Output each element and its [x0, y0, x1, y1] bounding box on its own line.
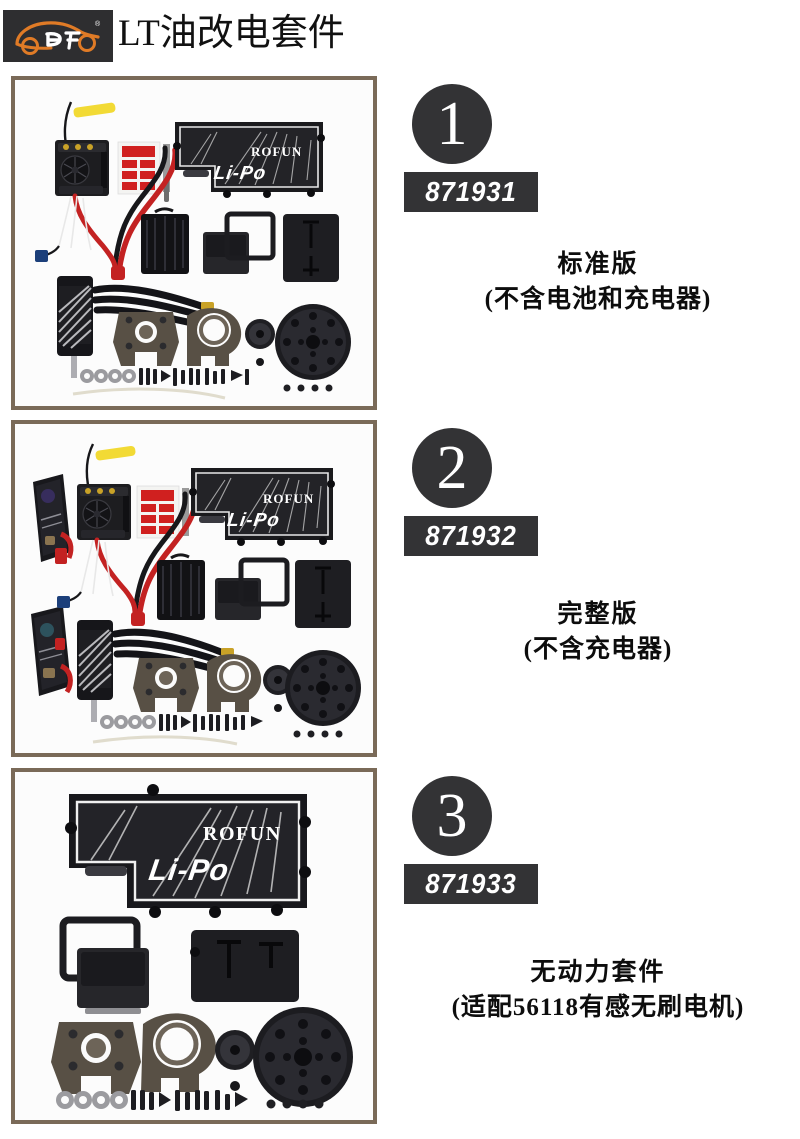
- lipo-battery-pack-bottom: [31, 606, 73, 696]
- svg-text:ROFUN: ROFUN: [251, 144, 302, 159]
- yellow-warning-tag: [73, 102, 116, 118]
- lipo-battery-pack-top: [33, 474, 74, 564]
- motor-clamp: [187, 308, 242, 366]
- svg-text:Li-Po: Li-Po: [226, 510, 281, 531]
- product-caption-line2-1: (不含电池和充电器): [484, 286, 712, 313]
- product-photo-3: ROFUN Li-Po: [15, 772, 373, 1120]
- motor-mount: [51, 1022, 141, 1094]
- motor-shaft: [71, 356, 77, 378]
- product-photo-frame-3: ROFUN Li-Po: [11, 768, 377, 1124]
- motor-clamp: [207, 654, 262, 712]
- heatsink-strip: [163, 144, 170, 192]
- battery-tray: [238, 557, 290, 607]
- product-sku-3: 871933: [425, 868, 517, 899]
- screws-and-washers: [56, 1090, 248, 1111]
- battery-box-rofun-lipo: ROFUN Li-Po: [189, 468, 335, 546]
- bullet-connector: [131, 612, 145, 626]
- product-photo-1: ROFUN Li-Po: [15, 80, 373, 406]
- motor-clamp: [141, 1013, 216, 1092]
- page-header: ® LT油改电套件: [0, 0, 800, 68]
- product-number-badge-3: 3: [412, 776, 492, 856]
- product-caption-3: 无动力套件 (适配56118有感无刷电机): [396, 956, 800, 1026]
- screws-and-washers: [72, 368, 249, 400]
- bf-car-logo-graphic: ®: [15, 20, 101, 55]
- bullet-connector: [111, 266, 125, 280]
- product-photo-frame-2: ROFUN Li-Po: [11, 420, 377, 757]
- product-caption-line1-2: 完整版: [557, 601, 639, 628]
- servo-wires: [58, 195, 92, 251]
- heatsink-strip: [182, 488, 189, 536]
- svg-text:ROFUN: ROFUN: [263, 491, 314, 506]
- zip-tie: [72, 387, 226, 400]
- battery-box-rofun-lipo: ROFUN Li-Po: [65, 784, 311, 918]
- product-caption-2: 完整版 (不含充电器): [396, 598, 800, 668]
- product-sku-bar-3: 871933: [404, 864, 538, 904]
- product-sku-bar-1: 871931: [404, 172, 538, 212]
- product-caption-line2-3: (适配56118有感无刷电机): [451, 994, 745, 1021]
- bf-car-logo: ®: [3, 10, 113, 62]
- motor-mount: [113, 312, 179, 366]
- finned-heatsink: [157, 553, 205, 620]
- product-photo-2: ROFUN Li-Po: [15, 424, 373, 753]
- product-caption-line1-1: 标准版: [557, 251, 639, 278]
- receiver-box: [77, 948, 149, 1014]
- spur-gear: [275, 304, 351, 392]
- product-sku-bar-2: 871932: [404, 516, 538, 556]
- black-power-wire: [112, 145, 168, 269]
- screws-and-washers: [92, 714, 263, 746]
- flat-cover-plate: [295, 560, 351, 628]
- spur-gear: [253, 1007, 353, 1109]
- product-photo-frame-1: ROFUN Li-Po: [11, 76, 377, 410]
- page-title: LT油改电套件: [118, 13, 345, 54]
- product-number-badge-1: 1: [412, 84, 492, 164]
- brushless-motor: [77, 620, 113, 722]
- finned-heatsink: [141, 207, 189, 274]
- flat-cover-plate: [283, 214, 339, 282]
- svg-text:®: ®: [95, 20, 101, 28]
- battery-box-rofun-lipo: ROFUN Li-Po: [173, 122, 325, 198]
- product-caption-line2-2: (不含充电器): [523, 636, 673, 663]
- pinion-gear: [245, 319, 275, 366]
- svg-text:Li-Po: Li-Po: [147, 854, 232, 887]
- product-caption-1: 标准版 (不含电池和充电器): [396, 248, 800, 318]
- product-sku-2: 871932: [425, 520, 517, 551]
- black-power-wire: [132, 491, 188, 615]
- svg-text:ROFUN: ROFUN: [203, 823, 282, 845]
- zip-tie: [92, 735, 238, 746]
- product-sku-1: 871931: [425, 176, 517, 207]
- servo-connector: [57, 596, 70, 608]
- product-number-badge-2: 2: [412, 428, 492, 508]
- red-power-wire: [116, 147, 178, 275]
- brushless-motor: [57, 276, 93, 378]
- motor-shaft: [91, 700, 97, 722]
- yellow-warning-tag: [95, 445, 136, 461]
- spur-gear: [285, 650, 361, 738]
- motor-mount: [133, 658, 199, 712]
- pinion-gear: [215, 1030, 255, 1091]
- servo-wires: [80, 539, 114, 597]
- battery-tray: [224, 211, 276, 261]
- receiver-box: [215, 578, 261, 620]
- flat-cover-plate: [190, 930, 299, 1002]
- product-caption-line1-3: 无动力套件: [530, 959, 666, 986]
- svg-text:Li-Po: Li-Po: [212, 163, 267, 184]
- servo-connector: [35, 250, 48, 262]
